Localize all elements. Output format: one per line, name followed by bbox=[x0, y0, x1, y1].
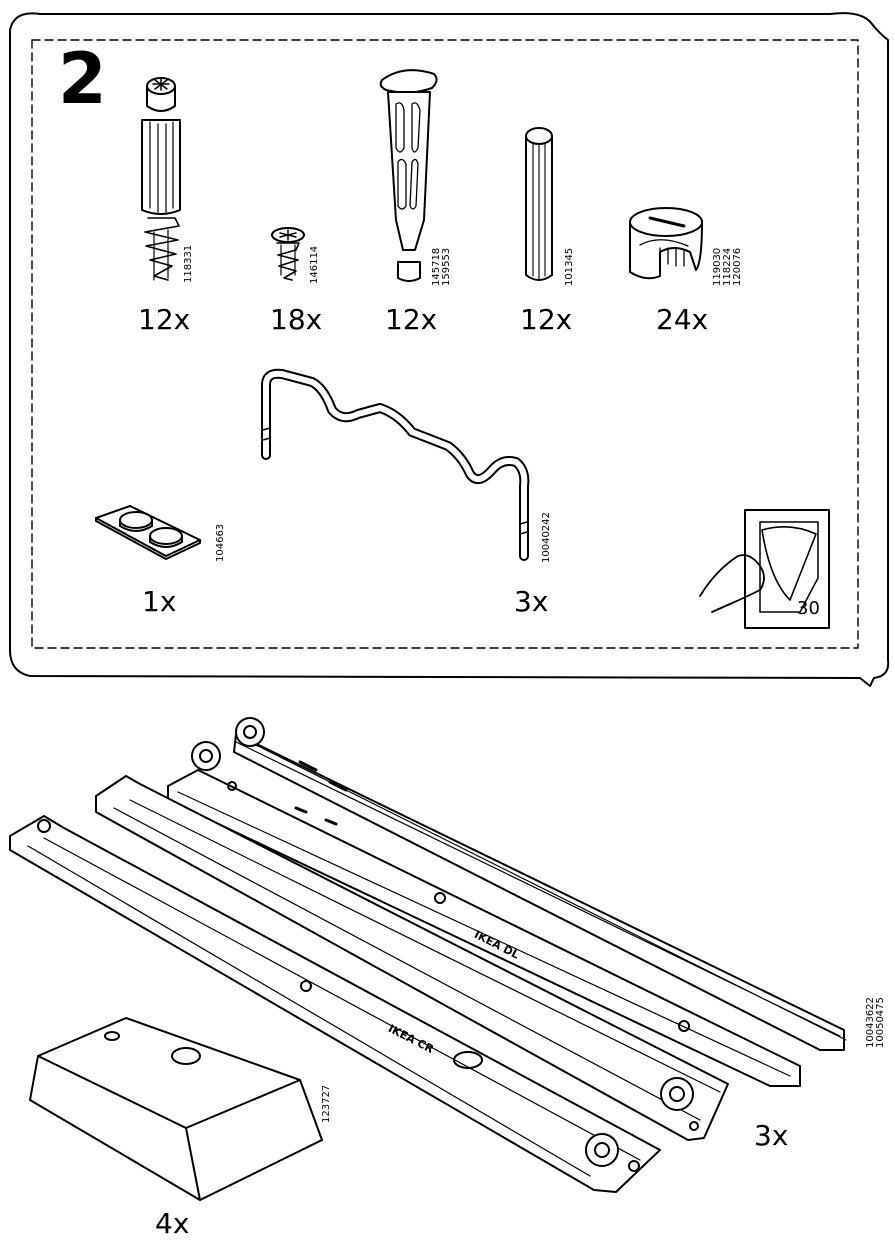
part-code: 123727 bbox=[321, 1084, 332, 1123]
wire-handle-drawing bbox=[261, 368, 530, 561]
part-quantity: 12x bbox=[385, 303, 438, 336]
part-code: 10040242 bbox=[541, 512, 552, 563]
part-code: 146114 bbox=[309, 245, 320, 284]
cam-dowel-drawing bbox=[141, 77, 181, 281]
part-quantity: 3x bbox=[754, 1119, 789, 1152]
part-quantity: 12x bbox=[520, 303, 573, 336]
part-quantity: 12x bbox=[138, 303, 191, 336]
part-quantity: 18x bbox=[270, 303, 323, 336]
part-quantity: 1x bbox=[142, 585, 177, 618]
foot-block-drawing bbox=[29, 1017, 323, 1201]
part-quantity: 4x bbox=[155, 1207, 190, 1240]
bumper-pads-drawing bbox=[95, 505, 201, 560]
part-quantity: 3x bbox=[514, 585, 549, 618]
part-code: 118331 bbox=[183, 244, 194, 283]
drawer-runners-drawing bbox=[9, 717, 847, 1193]
short-screw-drawing bbox=[271, 227, 305, 281]
part-code: 101345 bbox=[564, 247, 575, 286]
wooden-dowel-drawing bbox=[525, 127, 553, 281]
cam-lock-drawing bbox=[629, 207, 703, 280]
step-number: 2 bbox=[58, 38, 107, 120]
part-quantity: 24x bbox=[656, 303, 709, 336]
parts-bag bbox=[9, 12, 890, 687]
peel-sticker-icon bbox=[699, 509, 830, 629]
page-reference: 30 bbox=[797, 598, 820, 619]
long-pin-drawing bbox=[379, 69, 438, 282]
part-code: 104663 bbox=[215, 523, 226, 562]
